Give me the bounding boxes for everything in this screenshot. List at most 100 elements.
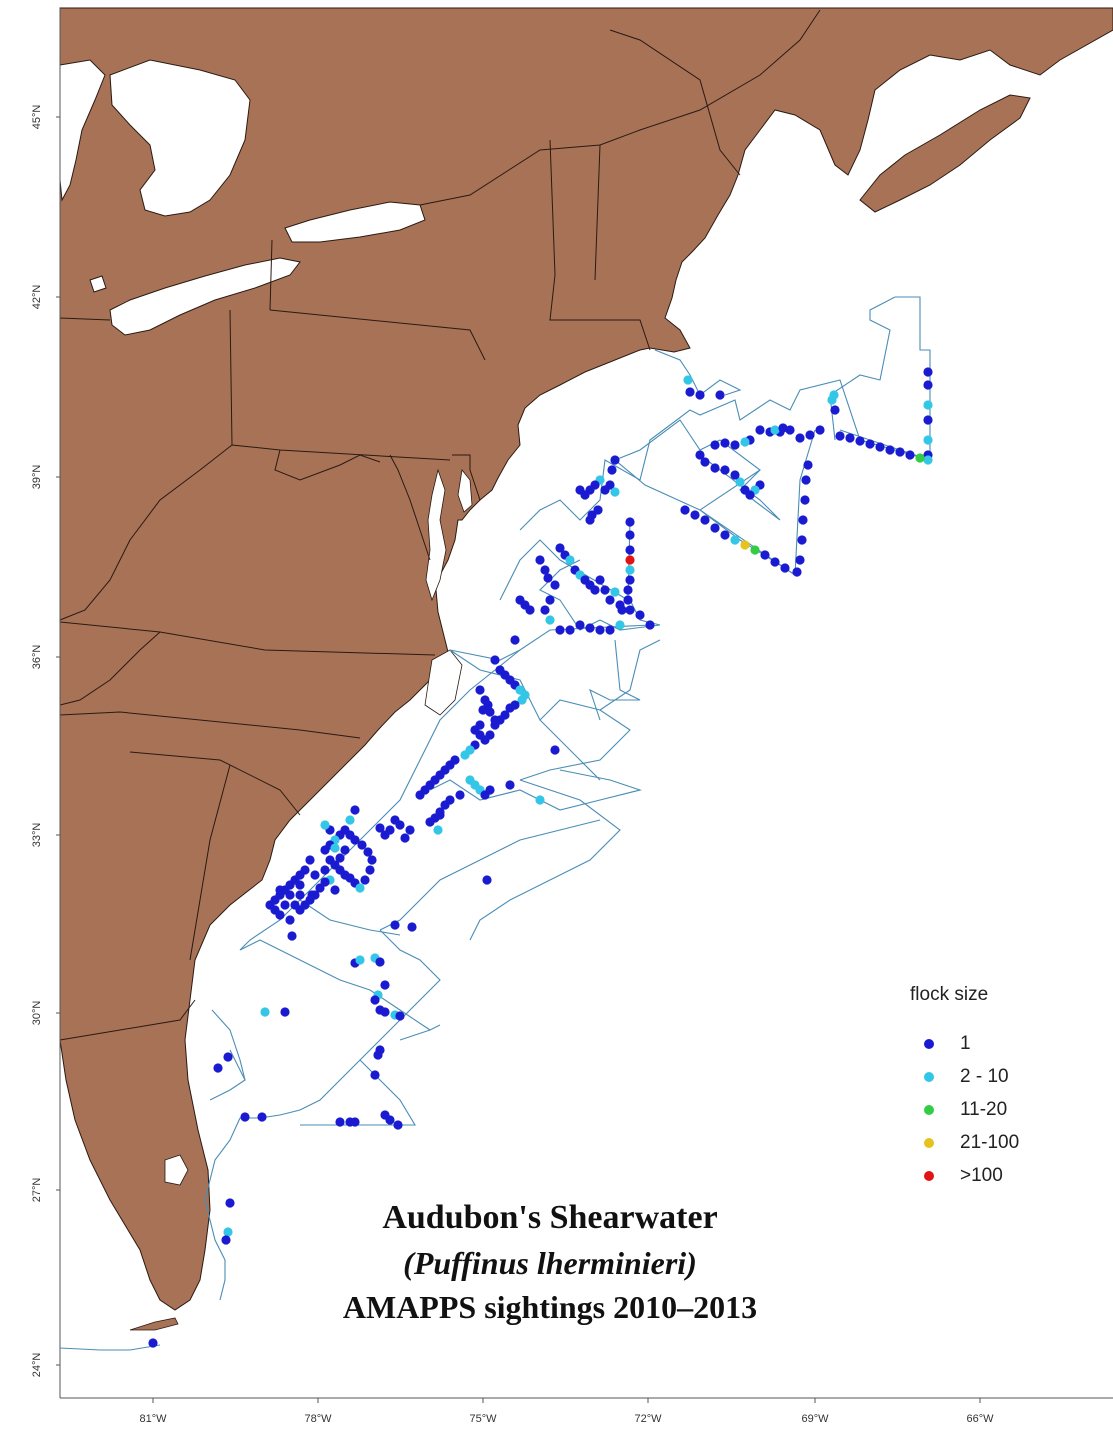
- sighting-dot: [585, 623, 595, 633]
- sighting-dot: [895, 447, 905, 457]
- state-borders: [59, 9, 821, 1041]
- sighting-dot: [915, 453, 925, 463]
- sighting-dot: [320, 820, 330, 830]
- sighting-dot: [407, 922, 417, 932]
- sighting-dot: [710, 523, 720, 533]
- sighting-dot: [295, 880, 305, 890]
- sighting-dot: [310, 870, 320, 880]
- sighting-dot: [380, 1007, 390, 1017]
- sighting-dot: [365, 865, 375, 875]
- pamlico-sound: [424, 649, 463, 716]
- sighting-dot: [715, 390, 725, 400]
- species-name: (Puffinus lherminieri): [403, 1245, 697, 1281]
- sighting-dot: [350, 805, 360, 815]
- sighting-dot: [615, 620, 625, 630]
- sighting-dot: [635, 610, 645, 620]
- sighting-dot: [478, 705, 488, 715]
- sighting-dot: [645, 620, 655, 630]
- sighting-dot: [555, 625, 565, 635]
- lat-tick-label: 39°N: [31, 465, 43, 490]
- sighting-dot: [490, 655, 500, 665]
- legend-item-11-20: 11-20: [924, 1096, 1007, 1124]
- legend-label: 21-100: [960, 1132, 1020, 1153]
- sighting-dot: [710, 463, 720, 473]
- sighting-dot: [517, 695, 527, 705]
- sighting-dot: [550, 745, 560, 755]
- sighting-dot: [435, 810, 445, 820]
- sighting-dot: [683, 375, 693, 385]
- sighting-dot: [213, 1063, 223, 1073]
- sighting-dot: [623, 585, 633, 595]
- chesapeake-bay: [425, 468, 447, 602]
- sighting-dot: [380, 980, 390, 990]
- sighting-dot: [320, 877, 330, 887]
- sighting-dot: [320, 845, 330, 855]
- sighting-dot: [815, 425, 825, 435]
- lon-tick-label: 66°W: [966, 1413, 994, 1425]
- sighting-dot: [475, 685, 485, 695]
- sighting-dot: [367, 855, 377, 865]
- sighting-dot: [307, 890, 317, 900]
- survey-track: [449, 624, 651, 781]
- survey-track: [211, 1009, 246, 1081]
- great-lakes: [59, 59, 426, 336]
- sighting-dot: [240, 1112, 250, 1122]
- survey-track: [239, 939, 431, 1031]
- lat-tick-label: 36°N: [31, 645, 43, 670]
- sighting-dot: [295, 890, 305, 900]
- sighting-dot: [625, 605, 635, 615]
- lat-tick-label: 42°N: [31, 285, 43, 310]
- lat-tick-label: 24°N: [31, 1353, 43, 1378]
- sighting-dot: [798, 515, 808, 525]
- map-title-block: Audubon's Shearwater (Puffinus lherminie…: [260, 1195, 840, 1329]
- survey-track: [399, 1024, 441, 1041]
- sighting-dot: [543, 573, 553, 583]
- sighting-dot: [923, 380, 933, 390]
- florida-keys: [129, 1317, 179, 1331]
- survey-track: [589, 639, 641, 721]
- survey-track: [539, 719, 601, 781]
- sighting-dot: [607, 465, 617, 475]
- sighting-dot: [485, 707, 495, 717]
- sighting-dot: [830, 405, 840, 415]
- sighting-dot: [221, 1235, 231, 1245]
- sighting-dot: [797, 535, 807, 545]
- nova-scotia: [859, 94, 1031, 213]
- sighting-dot: [695, 390, 705, 400]
- survey-track: [240, 929, 441, 1119]
- sighting-dot: [280, 1007, 290, 1017]
- sighting-dot: [625, 517, 635, 527]
- sighting-dot: [770, 557, 780, 567]
- sighting-dot: [585, 515, 595, 525]
- legend-item-over-100: >100: [924, 1162, 1003, 1190]
- sighting-dot: [923, 415, 933, 425]
- lat-tick-label: 45°N: [31, 105, 43, 130]
- latitude-ticks: 45°N42°N39°N36°N33°N30°N27°N24°N: [31, 105, 60, 1378]
- legend-item-1: 1: [924, 1030, 971, 1058]
- survey-track: [829, 296, 896, 441]
- sighting-dot: [257, 1112, 267, 1122]
- sighting-dot: [375, 957, 385, 967]
- land-mass: [59, 7, 1113, 1311]
- sighting-dot: [685, 387, 695, 397]
- sighting-dot: [285, 915, 295, 925]
- sighting-dot: [555, 543, 565, 553]
- legend-label: >100: [960, 1165, 1003, 1186]
- sighting-dot: [590, 585, 600, 595]
- sighting-dot: [595, 625, 605, 635]
- sighting-dot: [575, 620, 585, 630]
- lake-okeechobee: [164, 1154, 189, 1186]
- survey-track: [429, 769, 642, 811]
- sighting-dot: [275, 910, 285, 920]
- sighting-dot: [275, 885, 285, 895]
- survey-track: [599, 639, 661, 711]
- sighting-dot: [755, 425, 765, 435]
- sighting-dot: [795, 433, 805, 443]
- sighting-dot: [625, 565, 635, 575]
- sighting-dot: [375, 823, 385, 833]
- sighting-dot: [780, 563, 790, 573]
- sighting-dot: [720, 438, 730, 448]
- survey-track: [469, 779, 621, 941]
- sighting-dot: [595, 575, 605, 585]
